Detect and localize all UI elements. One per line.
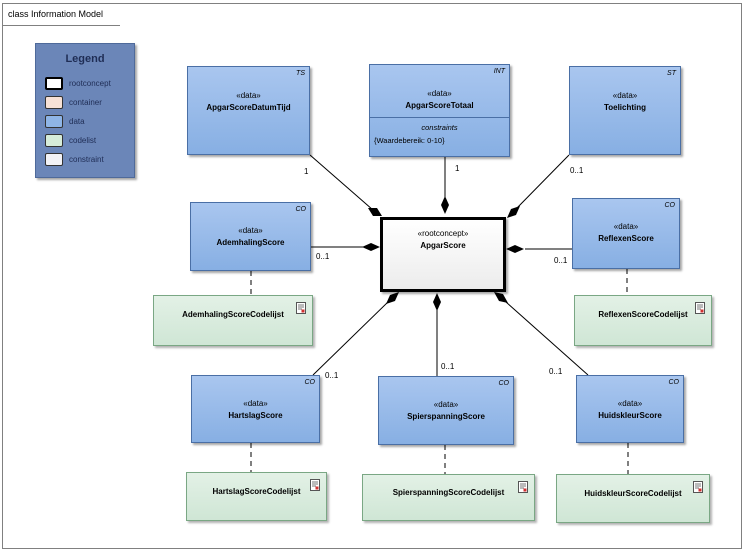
class-ademhalingscore[interactable]: CO «data» AdemhalingScore xyxy=(190,202,311,271)
document-icon xyxy=(695,302,705,314)
class-name: SpierspanningScore xyxy=(407,412,485,421)
connector-huidskleur xyxy=(505,301,589,376)
aggregation-diamond-totaal xyxy=(441,196,449,214)
class-apgarscoretotaal[interactable]: INT «data» ApgarScoreTotaal constraints … xyxy=(369,64,510,157)
codelist-name: ReflexenScoreCodelijst xyxy=(598,310,688,319)
type-tag: CO xyxy=(498,380,510,387)
type-tag: ST xyxy=(667,70,676,77)
legend-label: constraint xyxy=(69,155,104,164)
codelist-spierspanningscorecodelijst[interactable]: SpierspanningScoreCodelijst xyxy=(362,474,535,521)
class-name: HuidskleurScore xyxy=(598,411,662,420)
codelist-hartslagscorecodelijst[interactable]: HartslagScoreCodelijst xyxy=(186,472,327,521)
connector-hartslag xyxy=(312,299,391,376)
multiplicity-ademhaling: 0..1 xyxy=(316,252,330,261)
constraint-text: {Waardebereik: 0-10} xyxy=(374,136,445,145)
class-reflexenscore[interactable]: CO «data» ReflexenScore xyxy=(572,198,680,269)
stereotype: «data» xyxy=(236,91,261,100)
legend: Legend rootconcept container data codeli… xyxy=(35,43,135,178)
class-spierspanningscore[interactable]: CO «data» SpierspanningScore xyxy=(378,376,514,445)
stereotype: «data» xyxy=(238,226,263,235)
aggregation-diamond-ademhaling xyxy=(362,243,380,251)
codelist-huidskleurscorecodelijst[interactable]: HuidskleurScoreCodelijst xyxy=(556,474,710,523)
legend-swatch xyxy=(45,77,63,90)
multiplicity-reflexen: 0..1 xyxy=(554,256,568,265)
legend-swatch xyxy=(45,115,63,128)
type-tag: CO xyxy=(664,202,676,209)
stereotype: «data» xyxy=(617,399,643,408)
stereotype: «data» xyxy=(612,91,638,100)
type-tag: INT xyxy=(493,68,505,75)
multiplicity-huidskleur: 0..1 xyxy=(549,367,563,376)
class-name: ApgarScoreTotaal xyxy=(405,101,474,110)
multiplicity-datumtijd: 1 xyxy=(304,167,309,176)
codelist-name: HuidskleurScoreCodelijst xyxy=(584,489,682,498)
aggregation-diamond-spierspanning xyxy=(433,293,441,311)
codelist-ademhalingscorecodelijst[interactable]: AdemhalingScoreCodelijst xyxy=(153,295,313,346)
stereotype: «rootconcept» xyxy=(417,229,469,238)
legend-swatch xyxy=(45,134,63,147)
multiplicity-hartslag: 0..1 xyxy=(325,371,339,380)
class-name: ApgarScore xyxy=(420,241,466,250)
class-name: Toelichting xyxy=(603,103,647,112)
class-hartslagscore[interactable]: CO «data» HartslagScore xyxy=(191,375,320,443)
legend-swatch xyxy=(45,153,63,166)
legend-label: data xyxy=(69,117,85,126)
aggregation-diamond-hartslag xyxy=(386,292,399,304)
stereotype: «data» xyxy=(613,222,639,231)
frame-title: class Information Model xyxy=(8,9,104,19)
class-name: AdemhalingScore xyxy=(216,238,285,247)
legend-swatch xyxy=(45,96,63,109)
type-tag: CO xyxy=(295,206,307,213)
connector-datumtijd xyxy=(309,154,374,211)
frame-border xyxy=(2,3,742,549)
class-toelichting[interactable]: ST «data» Toelichting xyxy=(569,66,681,155)
stereotype: «data» xyxy=(427,89,452,98)
legend-title: Legend xyxy=(65,53,105,65)
class-name: HartslagScore xyxy=(228,411,283,420)
frame-tab xyxy=(2,3,120,26)
multiplicity-toelichting: 0..1 xyxy=(570,166,584,175)
stereotype: «data» xyxy=(433,400,459,409)
stereotype: «data» xyxy=(243,399,268,408)
legend-label: container xyxy=(69,98,102,107)
multiplicity-totaal: 1 xyxy=(455,164,460,173)
connector-toelichting xyxy=(514,154,570,211)
type-tag: CO xyxy=(668,379,680,386)
aggregation-diamond-reflexen xyxy=(506,245,524,253)
aggregation-diamond-huidskleur xyxy=(494,292,508,303)
class-name: ReflexenScore xyxy=(598,234,654,243)
document-icon xyxy=(310,479,320,491)
codelist-name: HartslagScoreCodelijst xyxy=(212,487,301,496)
compartment-separator xyxy=(370,117,509,118)
codelist-reflexenscorecodelijst[interactable]: ReflexenScoreCodelijst xyxy=(574,295,712,346)
rootconcept-apgarscore[interactable]: «rootconcept» ApgarScore xyxy=(380,217,506,292)
codelist-name: AdemhalingScoreCodelijst xyxy=(182,310,284,319)
class-apgarscoredatumtijd[interactable]: TS «data» ApgarScoreDatumTijd xyxy=(187,66,310,155)
codelist-name: SpierspanningScoreCodelijst xyxy=(392,488,505,497)
type-tag: CO xyxy=(304,379,316,386)
legend-label: rootconcept xyxy=(69,79,111,88)
document-icon xyxy=(296,302,306,314)
multiplicity-spierspanning: 0..1 xyxy=(441,362,455,371)
class-name: ApgarScoreDatumTijd xyxy=(206,103,291,112)
type-tag: TS xyxy=(296,70,305,77)
document-icon xyxy=(518,481,528,493)
legend-label: codelist xyxy=(69,136,97,145)
aggregation-diamond-toelichting xyxy=(507,206,520,218)
document-icon xyxy=(693,481,703,493)
aggregation-diamond-datumtijd xyxy=(368,208,382,216)
class-huidskleurscore[interactable]: CO «data» HuidskleurScore xyxy=(576,375,684,443)
constraints-title: constraints xyxy=(421,123,458,132)
